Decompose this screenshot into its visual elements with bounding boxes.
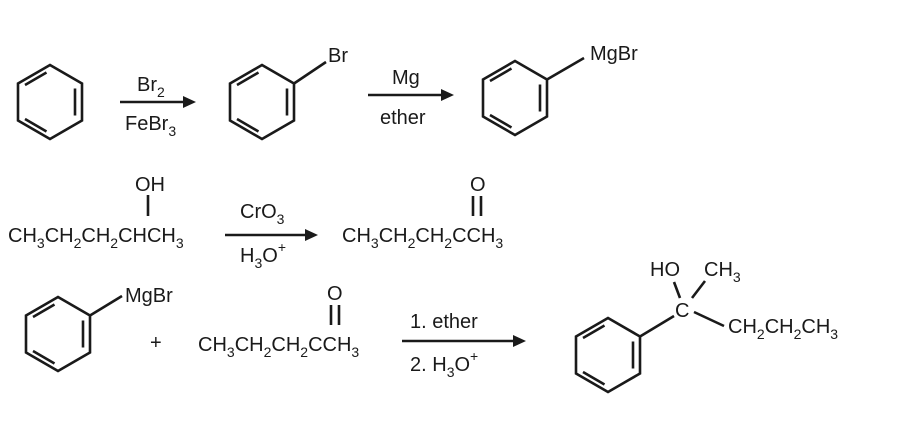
methyl-group-bond xyxy=(690,280,707,299)
propyl-group-bond xyxy=(693,310,725,328)
hydroxyl-group-label: HO xyxy=(650,259,680,281)
reaction-arrow-4 xyxy=(402,335,526,347)
reaction-arrow-1 xyxy=(120,96,196,108)
plus-sign: + xyxy=(150,332,162,354)
grignard-bond xyxy=(546,56,585,81)
benzene-ring xyxy=(16,63,84,141)
bromobenzene-bond xyxy=(293,60,327,85)
bromobenzene-substituent: Br xyxy=(328,45,348,67)
alcohol-formula: CH3CH2CH2CHCH3 xyxy=(8,225,184,251)
product-phenyl-ring xyxy=(574,316,642,394)
ketone-reactant-formula: CH3CH2CH2CCH3 xyxy=(198,334,359,360)
carbonyl-oxygen-label: O xyxy=(470,174,486,196)
acid-label: H3O+ xyxy=(240,239,286,271)
hydroxyl-label: OH xyxy=(135,174,165,196)
hydroxyl-group-bond xyxy=(672,281,682,299)
ketone-formula: CH3CH2CH2CCH3 xyxy=(342,225,503,251)
arrow2-reagent-top: Mg xyxy=(392,67,420,89)
methyl-group-label: CH3 xyxy=(704,259,741,285)
central-carbon-label: C xyxy=(675,300,689,322)
reaction-arrow-3 xyxy=(225,229,318,241)
row-grignard-addition: MgBr + O CH3CH2CH2CCH3 1. ether 2. H3O+ … xyxy=(24,259,838,394)
step2-label: 2. H3O+ xyxy=(410,348,478,380)
grignard-reagent-ring xyxy=(24,295,92,373)
row-bromination-grignard: Br2 FeBr3 Br Mg ether MgBr xyxy=(16,43,638,141)
propyl-group-label: CH2CH2CH3 xyxy=(728,316,838,342)
grignard-reagent-bond xyxy=(89,294,123,317)
arrow2-reagent-bottom: ether xyxy=(380,107,426,129)
row-oxidation: OH CH3CH2CH2CHCH3 CrO3 H3O+ O CH3CH2CH2C… xyxy=(8,174,503,271)
arrow1-reagent-bottom: FeBr3 xyxy=(125,113,176,139)
arrow1-reagent-top: Br2 xyxy=(137,74,165,100)
reaction-arrow-2 xyxy=(368,89,454,101)
grignard-substituent: MgBr xyxy=(590,43,638,65)
bromobenzene-ring xyxy=(228,63,296,141)
phenyl-grignard-ring xyxy=(481,59,549,137)
grignard-reagent-substituent: MgBr xyxy=(125,285,173,307)
oxidant-label: CrO3 xyxy=(240,201,285,227)
product-phenyl-bond xyxy=(639,314,675,338)
ketone-oxygen-label: O xyxy=(327,283,343,305)
step1-label: 1. ether xyxy=(410,311,478,333)
